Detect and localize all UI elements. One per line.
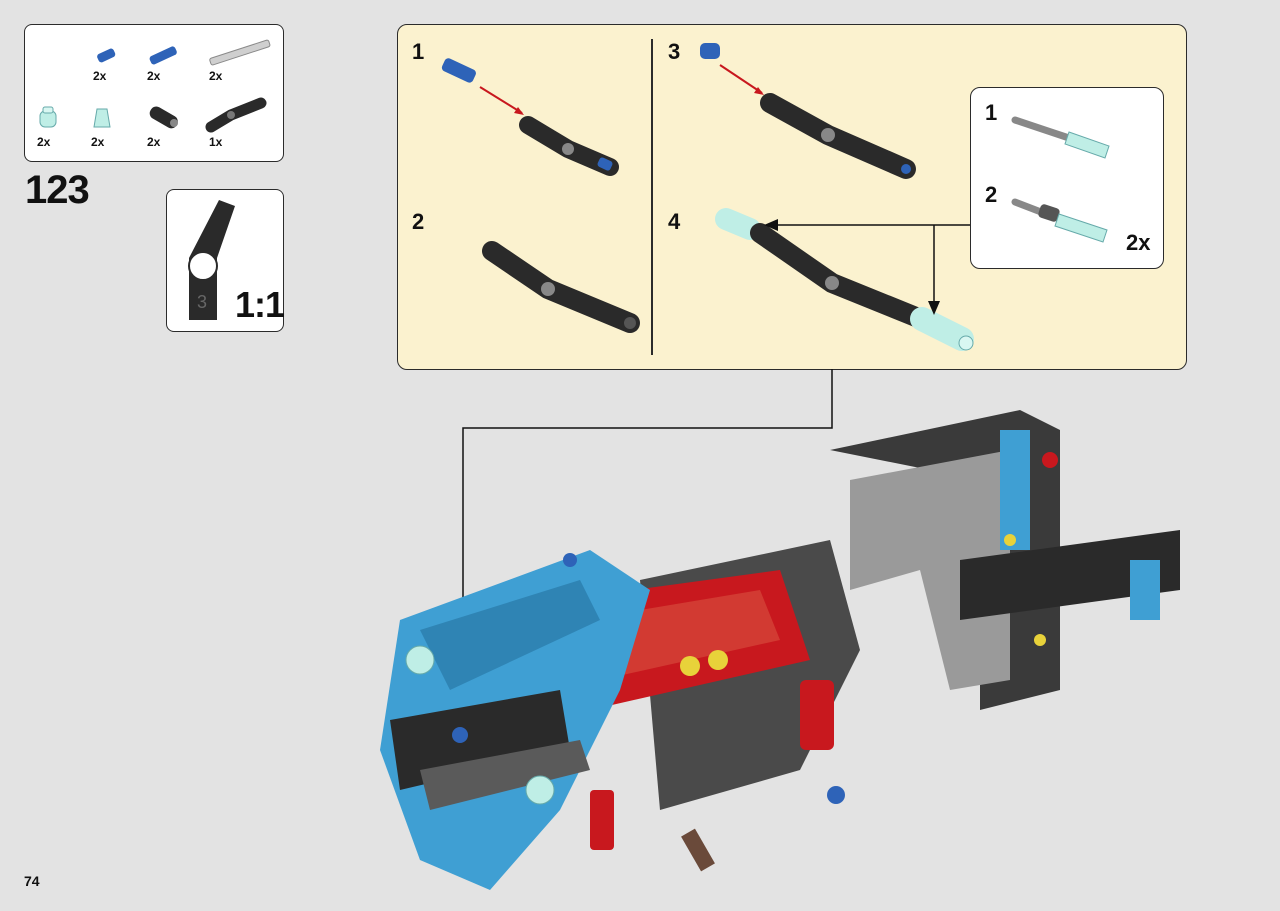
scale-label: 1:1	[235, 284, 285, 325]
sub-assembly-panel: 1 2 3 4 1	[397, 24, 1187, 370]
blue-pin-short-icon	[97, 48, 116, 63]
step-number: 123	[25, 168, 90, 212]
scale-box: 3 1:1	[166, 189, 285, 332]
parts-qty-6: 2x	[147, 135, 161, 149]
inset-step-1-graphic	[1011, 116, 1110, 159]
black-angled-connector-icon	[205, 97, 267, 133]
inset-quantity: 2x	[1126, 230, 1151, 255]
inset-step-2-number: 2	[985, 182, 998, 207]
inset-box: 1 2 2x	[970, 87, 1164, 269]
substep-2-number: 2	[412, 209, 425, 234]
parts-qty-3: 2x	[209, 69, 223, 83]
axle-length-label: 3	[197, 292, 207, 312]
blue-pin-long-icon	[149, 46, 177, 65]
main-model-illustration	[380, 410, 1180, 890]
parts-qty-1: 2x	[93, 69, 107, 83]
page-number: 74	[24, 873, 40, 889]
black-bush-icon	[149, 106, 178, 129]
substep-1-graphic	[441, 58, 619, 176]
parts-qty-7: 1x	[209, 135, 223, 149]
parts-qty-5: 2x	[91, 135, 105, 149]
inset-step-1-number: 1	[985, 100, 998, 125]
grey-axle-icon	[209, 39, 271, 66]
inset-callout-arrows	[764, 219, 970, 315]
substep-2-graphic	[482, 241, 640, 333]
substep-4-graphic	[715, 208, 974, 351]
substep-3-number: 3	[668, 39, 681, 64]
parts-qty-2: 2x	[147, 69, 161, 83]
inset-step-2-graphic	[1011, 198, 1108, 243]
substep-3-graphic	[700, 43, 916, 179]
trans-cone-icon	[93, 108, 111, 128]
substep-4-number: 4	[668, 209, 681, 234]
parts-qty-4: 2x	[37, 135, 51, 149]
parts-list: 2x 2x 2x 2x 2x 2x 1x	[24, 24, 284, 162]
panel-divider	[651, 39, 653, 355]
substep-1-number: 1	[412, 39, 425, 64]
axle-connector-scale-icon: 3	[188, 200, 235, 320]
trans-round-icon	[39, 106, 57, 128]
